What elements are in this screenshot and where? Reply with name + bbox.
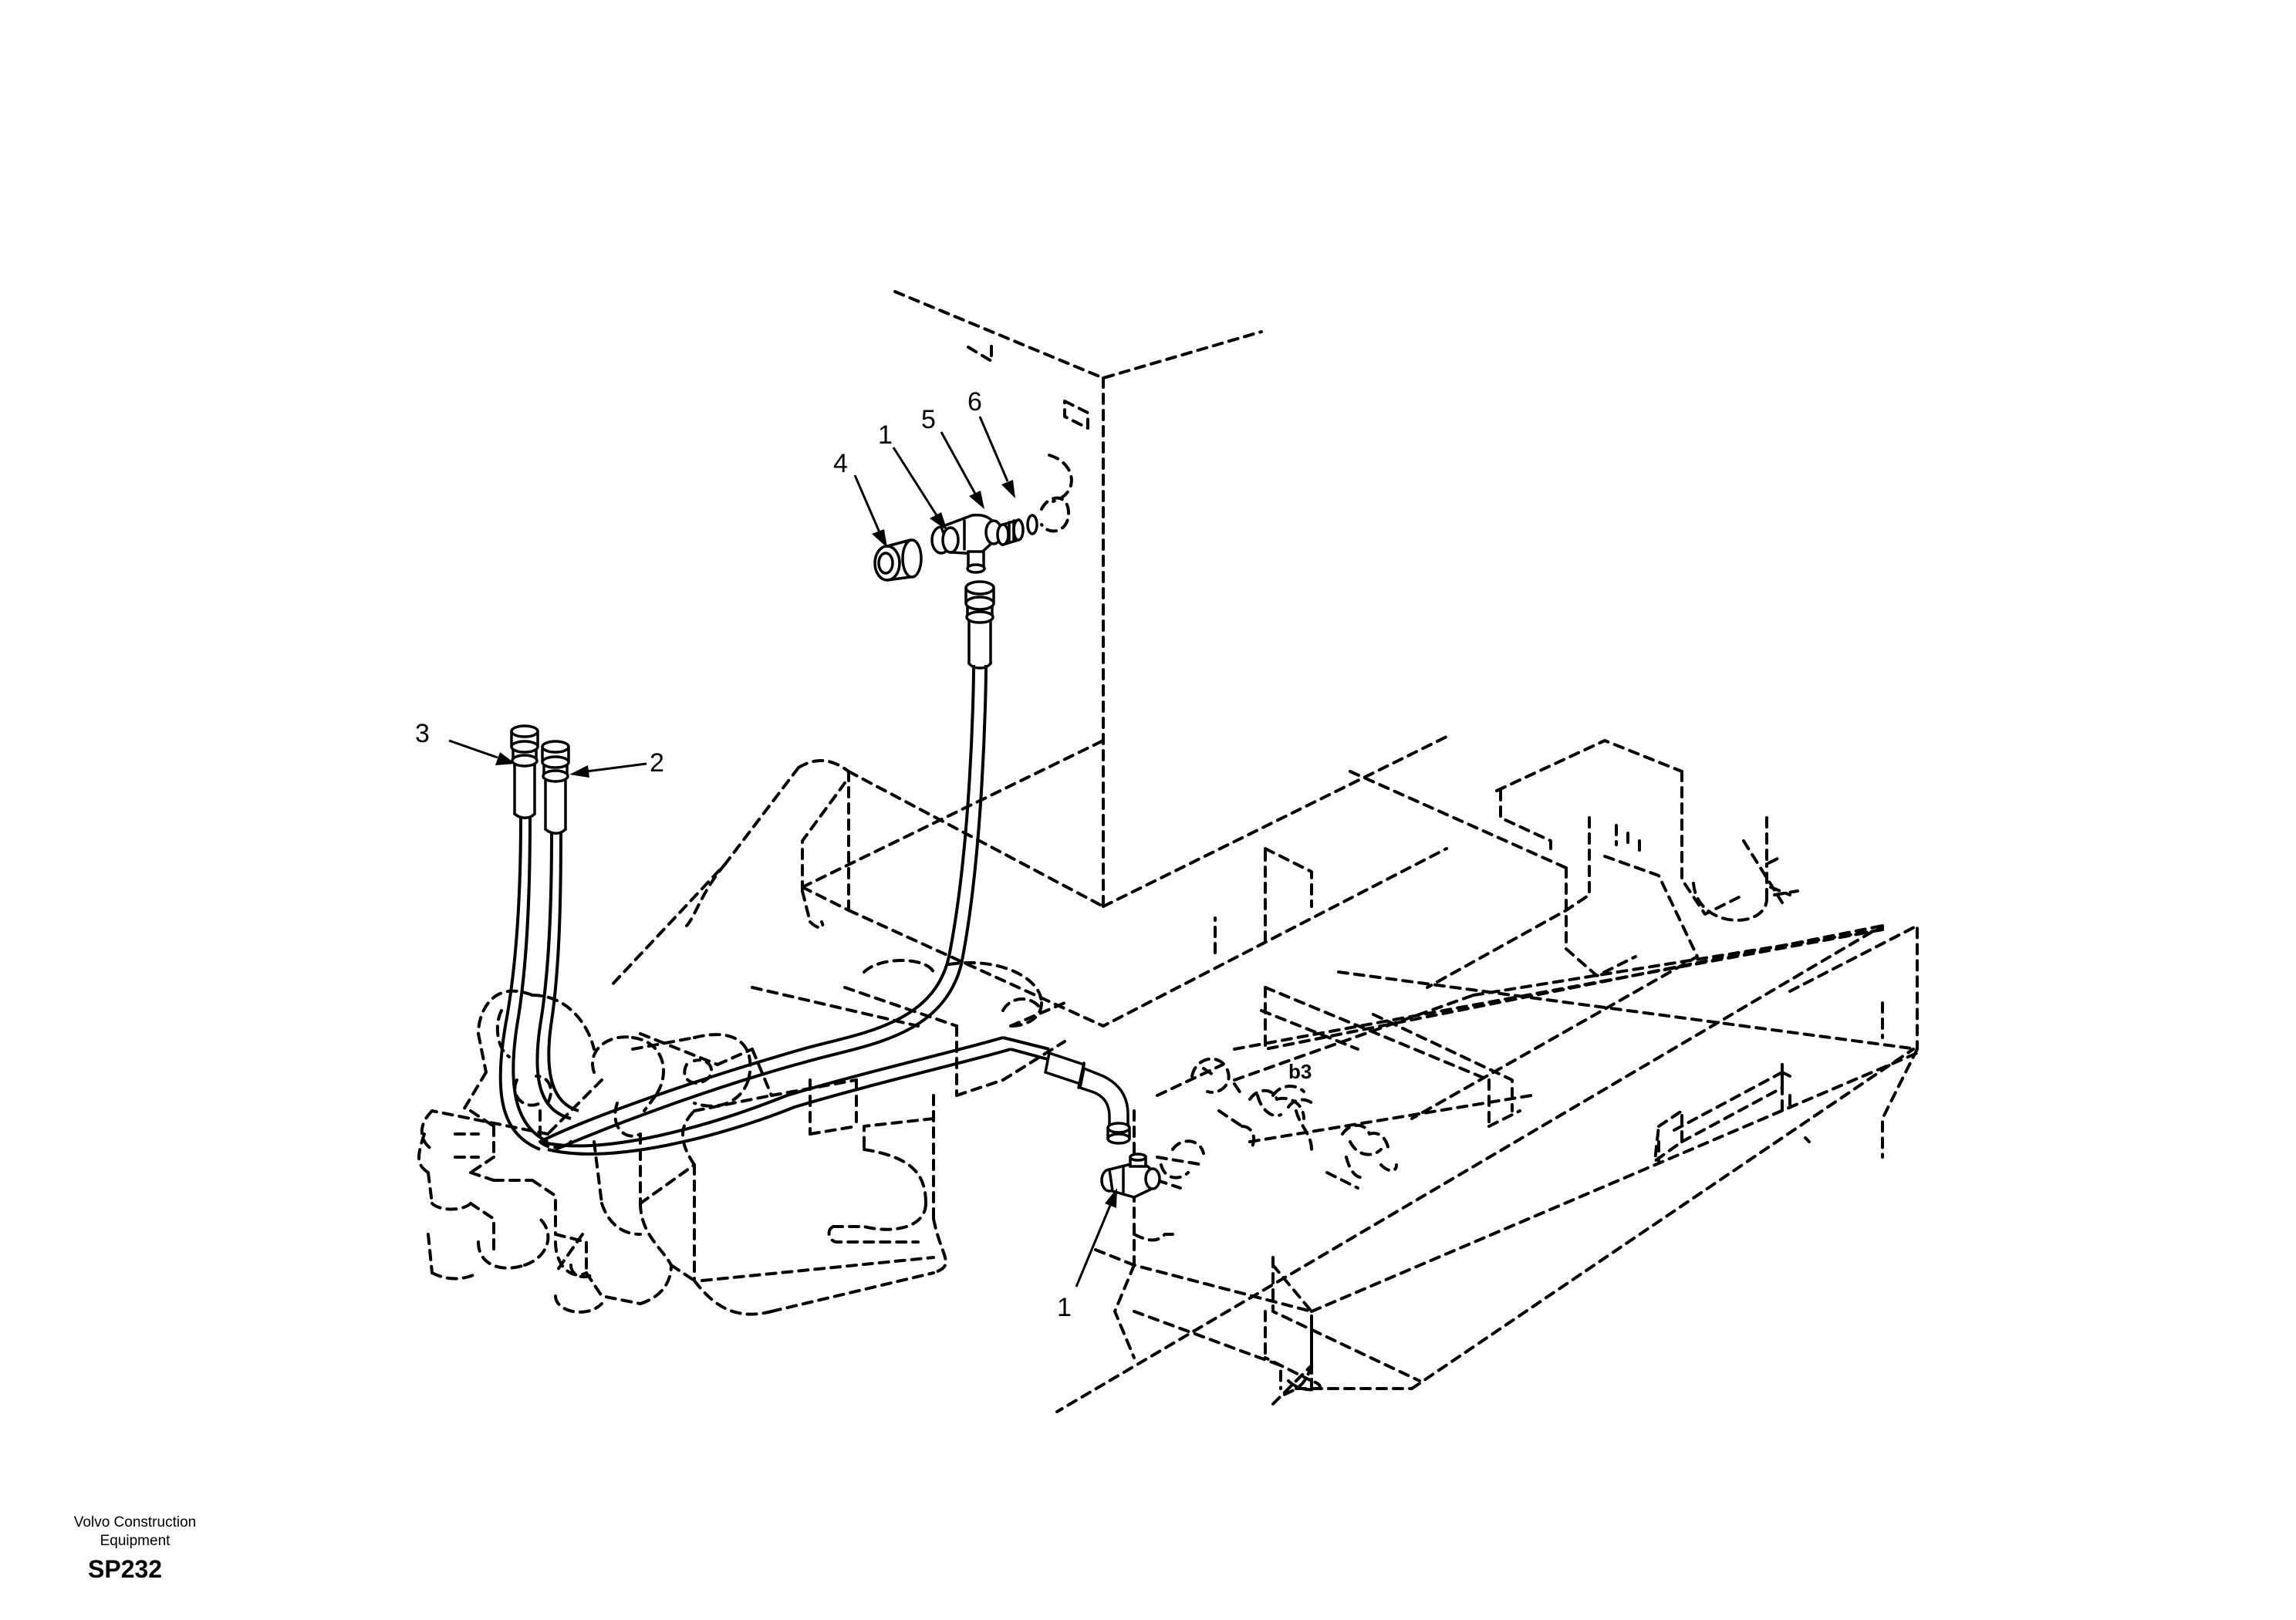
callout-2: 2 xyxy=(650,748,664,778)
callout-b3: b3 xyxy=(1288,1060,1312,1083)
machine-outline xyxy=(417,290,1919,1413)
right-hose-fitting xyxy=(1043,1051,1131,1145)
nipple-part-5 xyxy=(996,518,1025,547)
callout-1-bottom: 1 xyxy=(1057,1293,1072,1322)
callout-labels: 4 1 5 6 3 2 1 xyxy=(415,387,1072,1322)
elbow-adapter-part-1-top xyxy=(930,513,1003,574)
callout-6: 6 xyxy=(967,387,982,417)
hose-end-fitting-top xyxy=(964,580,995,670)
company-name-line2: Equipment xyxy=(100,1533,171,1549)
elbow-adapter-part-1-bottom xyxy=(1100,1153,1161,1199)
o-ring-part-6 xyxy=(1026,514,1038,535)
hose-end-part-3 xyxy=(510,724,539,819)
upper-fitting-assembly xyxy=(873,496,1070,670)
footer: Volvo Construction Equipment SP232 xyxy=(46,1514,224,1584)
callout-3: 3 xyxy=(415,719,430,748)
left-hose-ends xyxy=(510,724,570,835)
hose-lines xyxy=(498,664,1054,1156)
hose-end-part-2 xyxy=(541,740,570,835)
sleeve-part-4 xyxy=(873,538,923,582)
callout-1-top: 1 xyxy=(878,420,893,450)
callout-5: 5 xyxy=(921,405,936,434)
company-name-line1: Volvo Construction xyxy=(73,1514,197,1531)
callout-4: 4 xyxy=(833,449,848,478)
control-valve-group: b3 xyxy=(1156,1057,1398,1190)
diagram-code: SP232 xyxy=(88,1555,163,1583)
leader-lines xyxy=(448,416,1117,1288)
